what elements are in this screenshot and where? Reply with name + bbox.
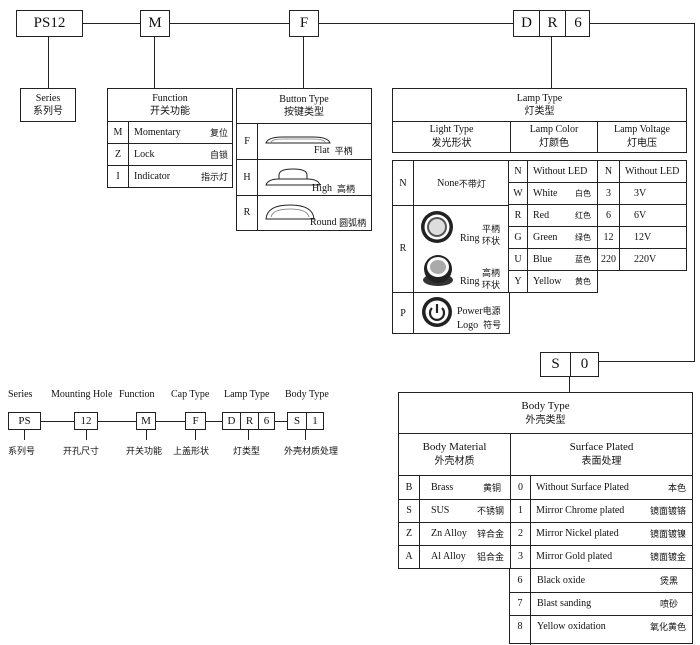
flat-button-icon — [265, 136, 331, 144]
body-code: S 0 — [540, 352, 599, 377]
series-code: PS12 — [16, 10, 83, 37]
round-button-icon — [265, 204, 315, 220]
ring-flat-icon — [421, 211, 453, 243]
function-code: M — [140, 10, 170, 37]
lamp-color-column: N Without LED W White 白色 R Red 红色 G Gree… — [508, 160, 598, 293]
body-type-table: Body Type 外壳类型 Body Material 外壳材质 Surfac… — [398, 392, 693, 569]
series-box: Series 系列号 — [20, 88, 76, 122]
lamp-type-table: Lamp Type 灯类型 Light Type 发光形状 Lamp Color… — [392, 88, 687, 153]
ring-high-icon — [423, 255, 453, 286]
surface-extension: 6 Black oxide 煲黑 7 Blast sanding 喷砂 8 Ye… — [509, 568, 693, 645]
button-type-table: Button Type 按键类型 F Flat 平柄 H High 高柄 R — [236, 88, 372, 231]
lamp-code: D R 6 — [513, 10, 590, 37]
button-code: F — [289, 10, 319, 37]
high-button-icon — [265, 168, 321, 186]
function-table: Function 开关功能 M Momentary 复位 Z Lock 自锁 I… — [107, 88, 233, 188]
lamp-voltage-column: N Without LED 3 3V 6 6V 12 12V 220 220V — [597, 160, 687, 271]
power-logo-icon — [422, 297, 452, 327]
